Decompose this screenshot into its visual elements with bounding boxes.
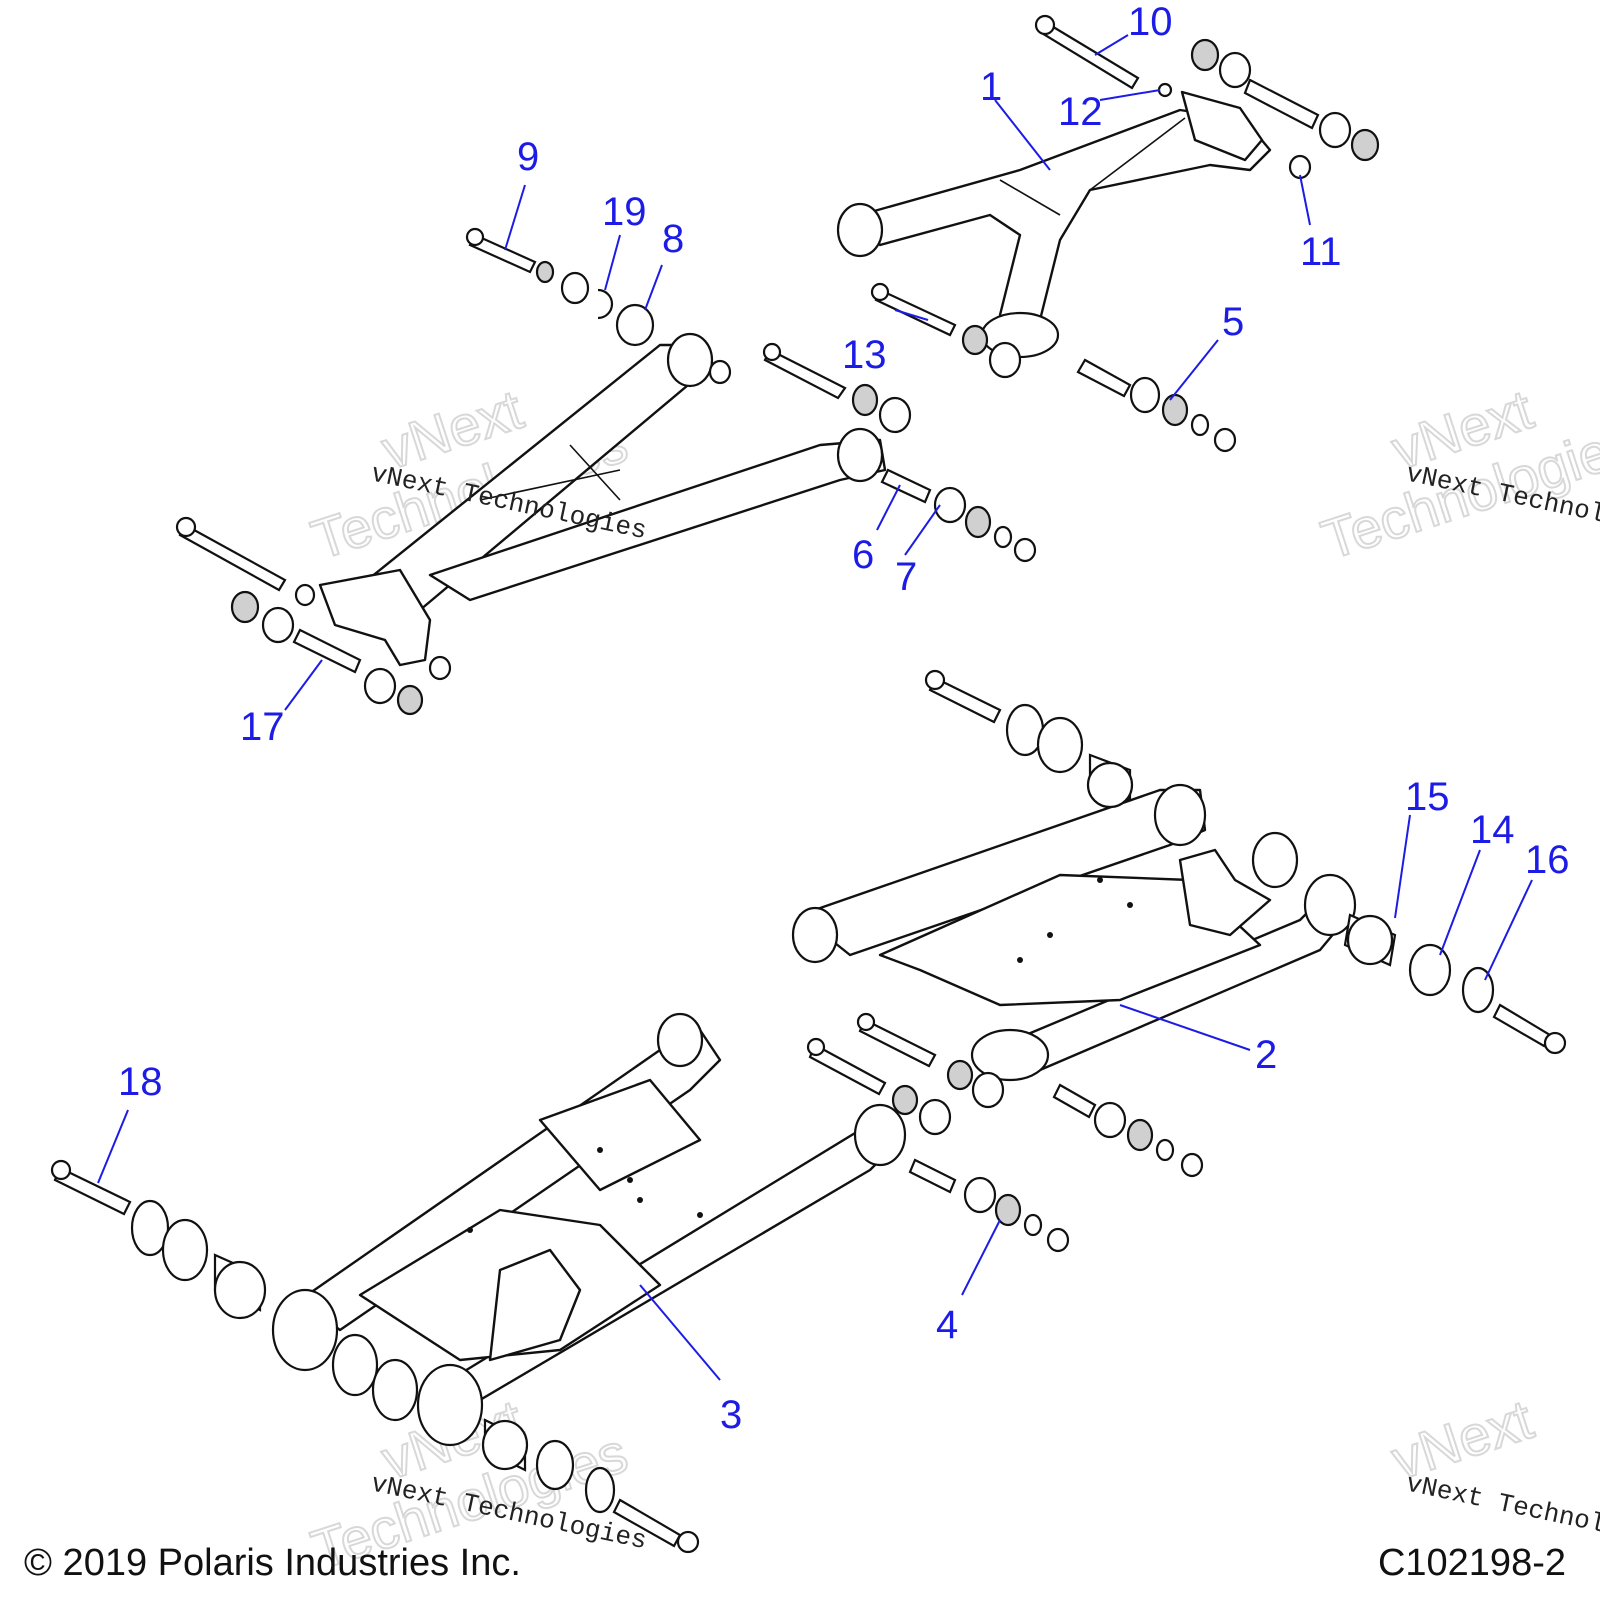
callout-4: 4: [936, 1303, 958, 1347]
callout-14: 14: [1470, 808, 1515, 852]
callout-6: 6: [852, 533, 874, 577]
upper-arm-right: [836, 90, 1272, 359]
callout-11: 11: [1300, 230, 1342, 274]
lower-arm-left: [271, 1012, 907, 1447]
callout-1: 1: [980, 65, 1002, 109]
callout-3: 3: [720, 1393, 742, 1437]
callout-labels: 10 1 12 11 9 19 8 13 5 6 7 17 15 14 16 2…: [118, 0, 1570, 1437]
callout-9: 9: [517, 135, 539, 179]
callout-12: 12: [1058, 90, 1103, 134]
leader-lines: [97, 34, 1533, 1381]
lower-arm-right-hardware: [806, 669, 1567, 1178]
callout-18: 18: [118, 1060, 163, 1104]
watermark-captions: vNext Technologies vNext Technologies vN…: [368, 458, 1600, 1556]
callout-16: 16: [1525, 838, 1570, 882]
copyright-notice: © 2019 Polaris Industries Inc.: [24, 1542, 521, 1584]
callout-15: 15: [1405, 775, 1450, 819]
lower-arm-right: [791, 783, 1357, 1082]
callout-10: 10: [1128, 0, 1173, 44]
callout-2: 2: [1255, 1033, 1277, 1077]
upper-arm-left: [318, 332, 887, 667]
lower-arm-left-hardware: [50, 1158, 1070, 1554]
callout-19: 19: [602, 190, 647, 234]
drawing-number: C102198-2: [1377, 1542, 1566, 1584]
upper-arm-left-hardware: [175, 227, 1037, 716]
callout-7: 7: [895, 555, 917, 599]
callout-5: 5: [1222, 300, 1244, 344]
callout-17: 17: [240, 705, 285, 749]
callout-13: 13: [842, 333, 887, 377]
callout-8: 8: [662, 217, 684, 261]
upper-arm-right-hardware: [870, 14, 1380, 453]
